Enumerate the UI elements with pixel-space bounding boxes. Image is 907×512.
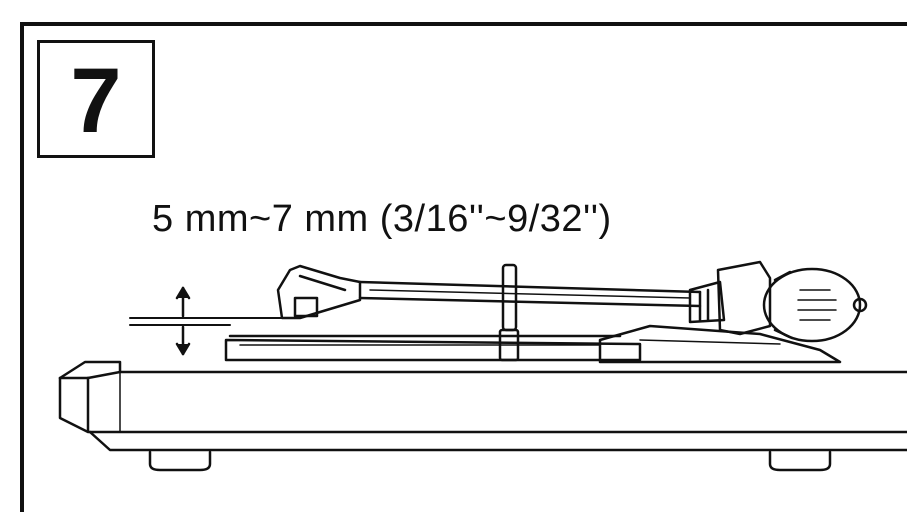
turntable-base (58, 360, 907, 452)
cueing-post (498, 263, 520, 362)
counterweight (598, 260, 868, 364)
turntable-feet (148, 450, 832, 472)
step-number: 7 (70, 50, 122, 152)
step-number-box: 7 (37, 40, 155, 158)
platter (224, 334, 642, 362)
dimension-label: 5 mm~7 mm (3/16''~9/32'') (152, 198, 612, 240)
turntable-illustration (58, 260, 907, 472)
tonearm (276, 264, 702, 320)
height-indicator (129, 286, 291, 356)
figure-frame (20, 22, 907, 512)
